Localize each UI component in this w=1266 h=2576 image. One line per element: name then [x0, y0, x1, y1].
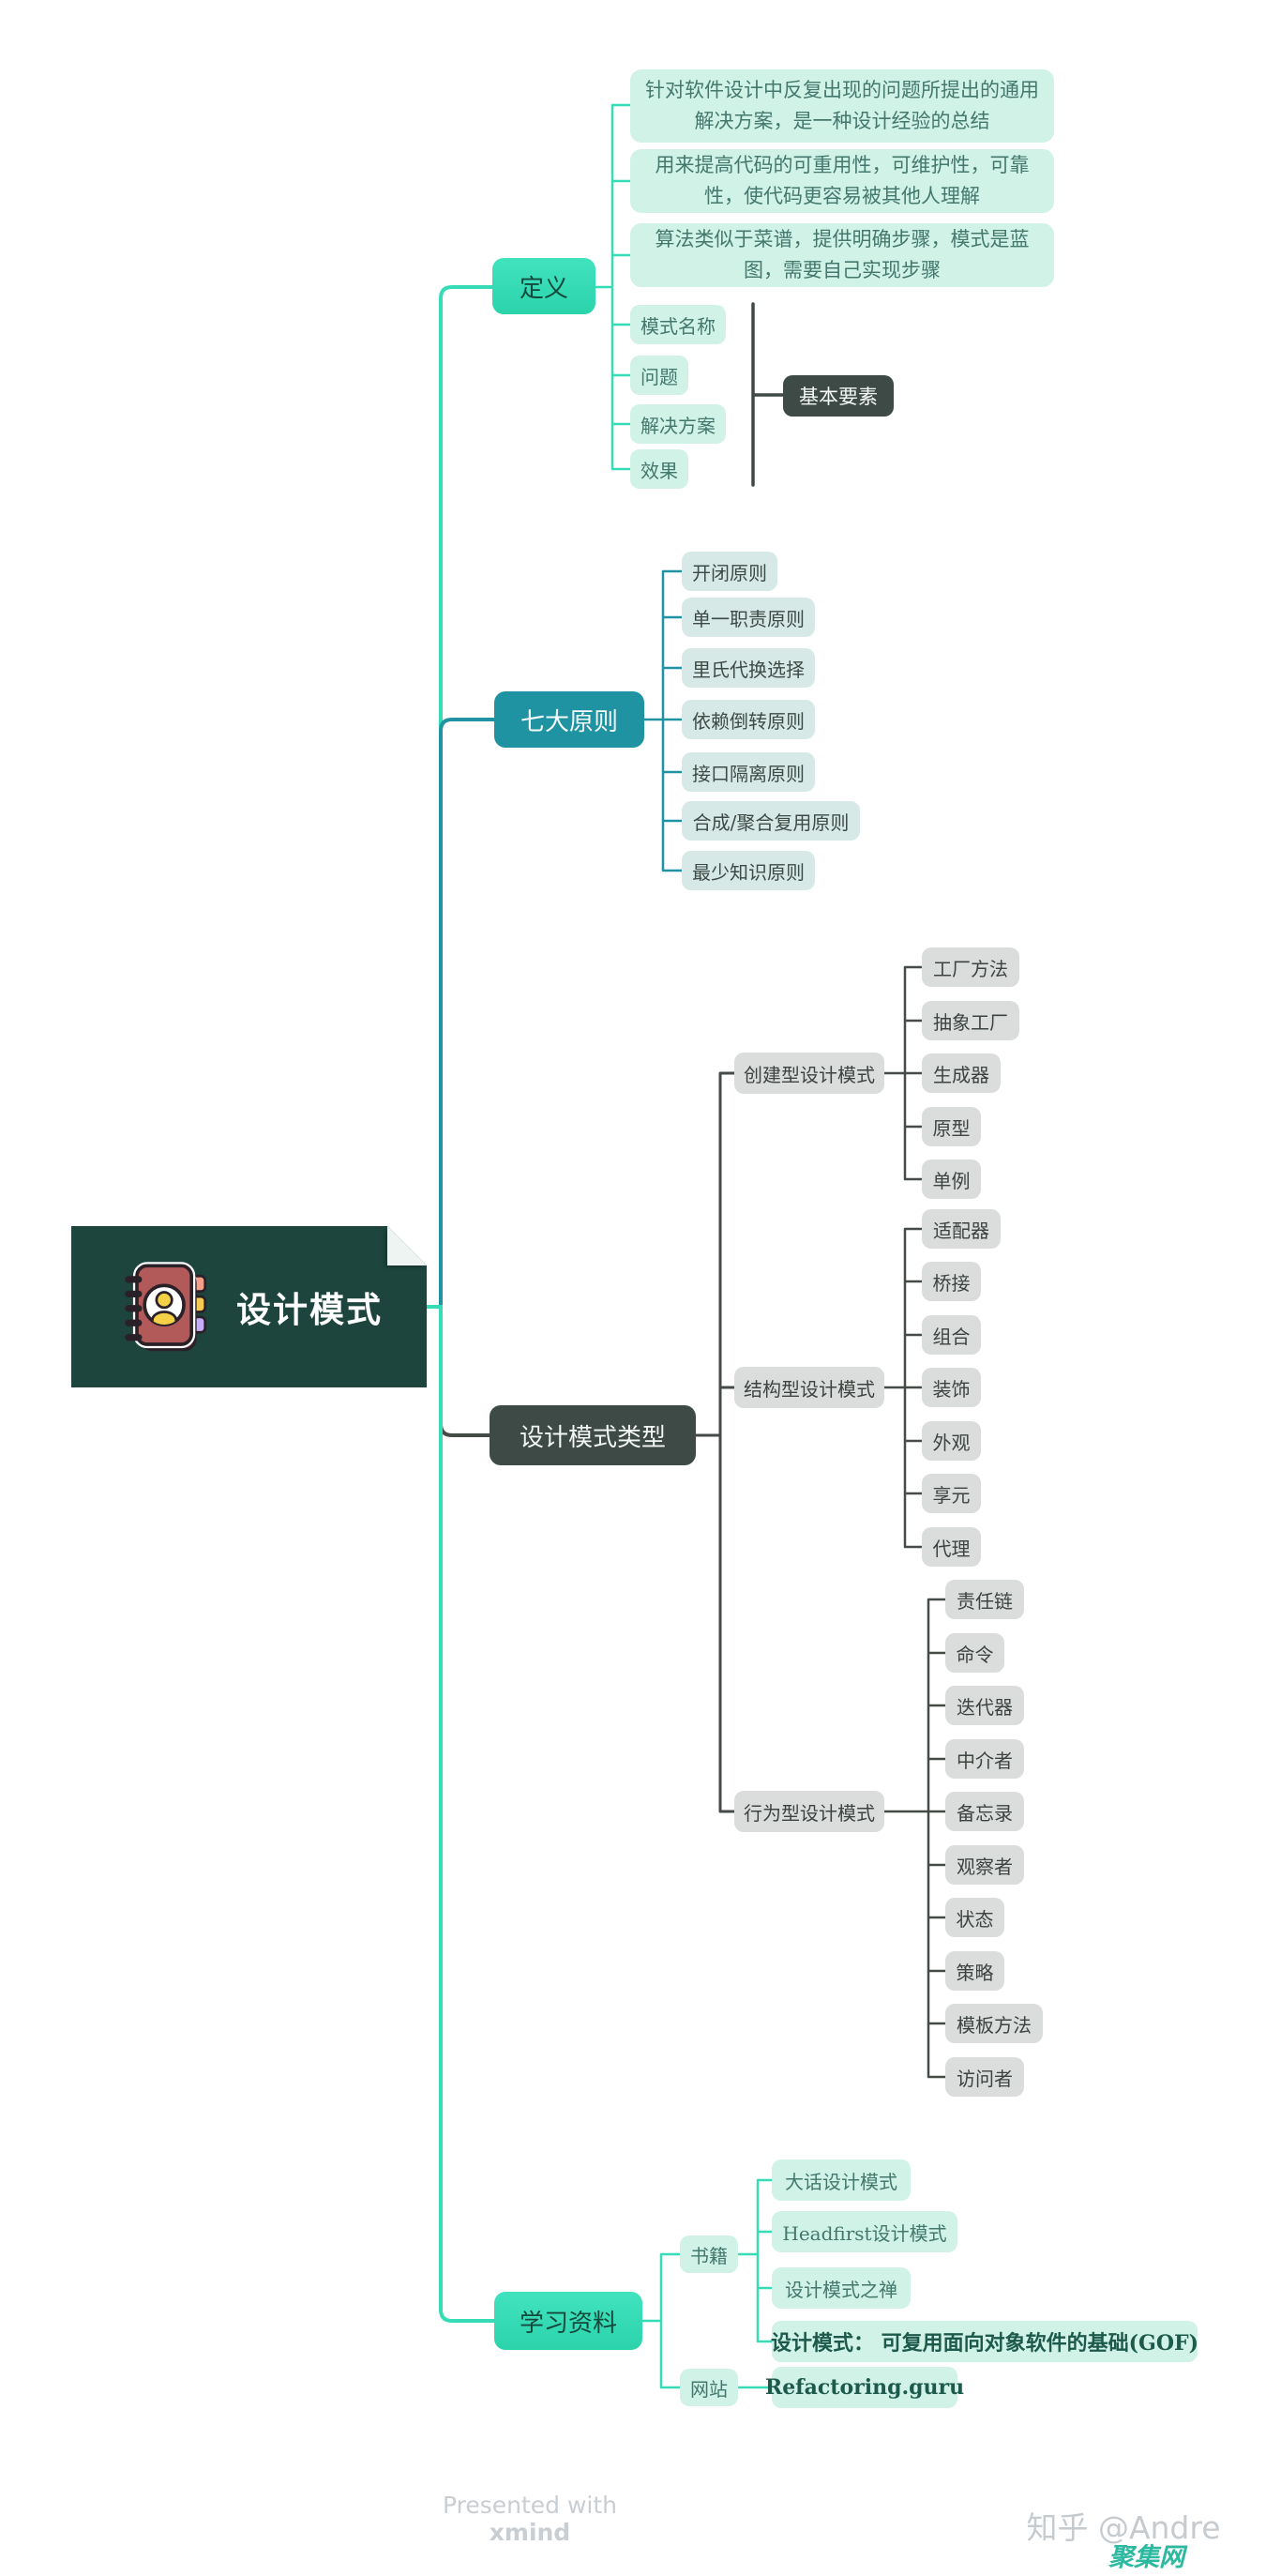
pattern-item[interactable]: 单例: [922, 1159, 981, 1199]
topic-problem[interactable]: 问题: [630, 356, 688, 395]
connector-definition-branch: [439, 285, 494, 1309]
topic-learning-resources[interactable]: 学习资料: [494, 2292, 642, 2350]
connector-behavioral-children: [882, 1598, 947, 2079]
pattern-item[interactable]: 责任链: [945, 1580, 1024, 1619]
pattern-item[interactable]: 状态: [945, 1898, 1004, 1937]
connector-resources-children: [641, 2178, 774, 2389]
author-credit: 知乎 @Andre: [1026, 2509, 1221, 2546]
root-title: 设计模式: [236, 1290, 383, 1330]
definition-note[interactable]: 用来提高代码的可重用性，可维护性，可靠性，使代码更容易被其他人理解: [630, 149, 1054, 213]
pattern-item[interactable]: 模板方法: [945, 2004, 1043, 2043]
pattern-item[interactable]: 中介者: [945, 1739, 1024, 1779]
pattern-item[interactable]: 代理: [922, 1527, 981, 1567]
notebook-icon: [118, 1258, 212, 1356]
principle-item[interactable]: 接口隔离原则: [682, 752, 815, 792]
pattern-item[interactable]: 外观: [922, 1421, 981, 1461]
book-item[interactable]: 设计模式： 可复用面向对象软件的基础(GOF): [771, 2321, 1198, 2362]
topic-books[interactable]: 书籍: [680, 2235, 738, 2273]
pattern-item[interactable]: 装饰: [922, 1368, 981, 1407]
connector-definition-children: [592, 103, 632, 471]
presented-with-label: Presented with xmind: [399, 2492, 661, 2546]
topic-solution[interactable]: 解决方案: [630, 404, 726, 444]
pattern-item[interactable]: 生成器: [922, 1053, 1001, 1093]
topic-effect[interactable]: 效果: [630, 449, 688, 489]
pattern-item[interactable]: 观察者: [945, 1845, 1024, 1885]
pattern-item[interactable]: 桥接: [922, 1262, 981, 1301]
principle-item[interactable]: 依赖倒转原则: [682, 700, 815, 739]
book-item[interactable]: Headfirst设计模式: [772, 2211, 957, 2252]
pattern-item[interactable]: 访问者: [945, 2057, 1024, 2097]
principle-item[interactable]: 开闭原则: [682, 552, 777, 591]
root-topic[interactable]: 设计模式: [71, 1226, 427, 1387]
book-item[interactable]: 大话设计模式: [772, 2159, 911, 2201]
topic-pattern-name[interactable]: 模式名称: [630, 305, 726, 344]
principle-item[interactable]: 合成/聚合复用原则: [682, 801, 860, 841]
xmind-brand: xmind: [489, 2519, 571, 2546]
summary-brace: [751, 302, 785, 487]
principle-item[interactable]: 里氏代换选择: [682, 648, 815, 688]
connector-principles-branch: [439, 718, 496, 1307]
topic-pattern-types[interactable]: 设计模式类型: [490, 1405, 696, 1465]
connector-structural-children: [882, 1227, 924, 1549]
connector-resources-branch: [425, 1305, 496, 2323]
connector-principles-children: [642, 569, 684, 872]
page-fold-corner: [387, 1226, 427, 1265]
book-item[interactable]: 设计模式之禅: [772, 2267, 911, 2309]
topic-websites[interactable]: 网站: [680, 2369, 738, 2406]
pattern-item[interactable]: 命令: [945, 1633, 1004, 1673]
pattern-item[interactable]: 策略: [945, 1951, 1004, 1991]
pattern-item[interactable]: 原型: [922, 1107, 981, 1146]
topic-seven-principles[interactable]: 七大原则: [494, 691, 644, 748]
connector-types-branch: [439, 1305, 491, 1437]
pattern-item[interactable]: 组合: [922, 1315, 981, 1355]
pattern-item[interactable]: 抽象工厂: [922, 1001, 1019, 1040]
pattern-item[interactable]: 工厂方法: [922, 947, 1019, 987]
connector-creational-children: [882, 965, 924, 1181]
definition-note[interactable]: 针对软件设计中反复出现的问题所提出的通用解决方案，是一种设计经验的总结: [630, 69, 1054, 143]
presented-prefix: Presented with: [442, 2492, 618, 2519]
connector-types-groups: [694, 1071, 736, 1813]
principle-item[interactable]: 单一职责原则: [682, 598, 815, 637]
topic-definition[interactable]: 定义: [492, 258, 595, 314]
pattern-item[interactable]: 备忘录: [945, 1792, 1024, 1831]
principle-item[interactable]: 最少知识原则: [682, 851, 815, 890]
pattern-item[interactable]: 享元: [922, 1474, 981, 1513]
topic-creational[interactable]: 创建型设计模式: [734, 1053, 884, 1094]
pattern-item[interactable]: 适配器: [922, 1209, 1001, 1249]
site-watermark: 聚集网: [1108, 2543, 1184, 2572]
definition-note[interactable]: 算法类似于菜谱，提供明确步骤，模式是蓝图，需要自己实现步骤: [630, 223, 1054, 287]
pattern-item[interactable]: 迭代器: [945, 1686, 1024, 1725]
topic-structural[interactable]: 结构型设计模式: [734, 1367, 884, 1408]
topic-behavioral[interactable]: 行为型设计模式: [734, 1791, 884, 1832]
summary-basic-elements[interactable]: 基本要素: [783, 375, 894, 417]
website-item[interactable]: Refactoring.guru: [765, 2367, 964, 2408]
spiral-rings: [125, 1276, 142, 1341]
